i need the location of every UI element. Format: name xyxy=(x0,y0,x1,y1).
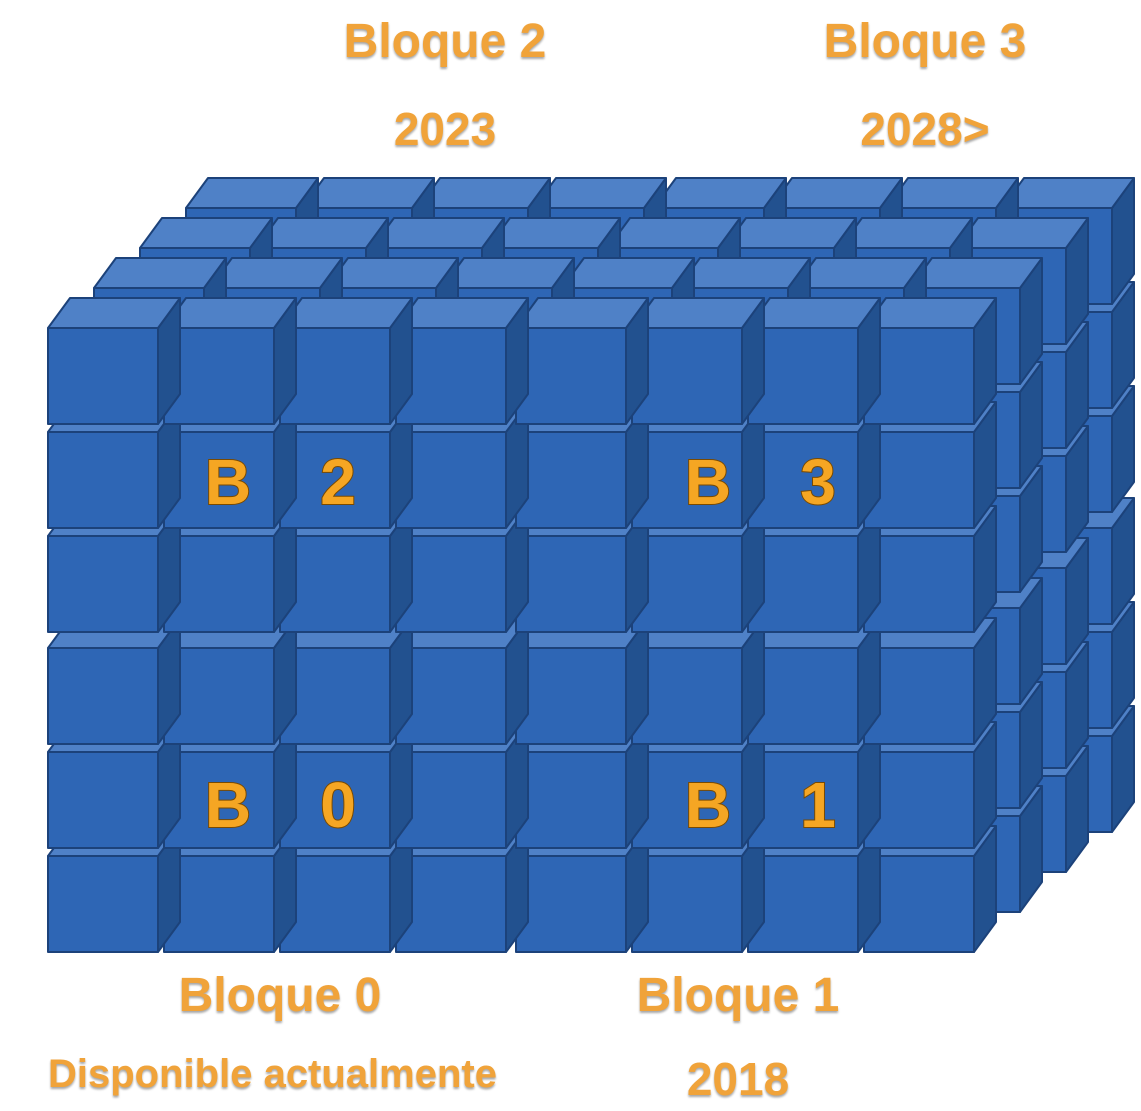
cube-front-face xyxy=(516,856,626,952)
cube-top-face xyxy=(562,258,694,288)
cube-top-face xyxy=(840,218,972,248)
cube-top-face xyxy=(632,298,764,328)
cube-top-face xyxy=(516,298,648,328)
cube-top-face xyxy=(302,178,434,208)
cube-front-face xyxy=(516,432,626,528)
cube-top-face xyxy=(1002,178,1134,208)
block-1-year: 2018 xyxy=(588,1052,888,1106)
cube-top-face xyxy=(48,298,180,328)
block-3-title: Bloque 3 xyxy=(780,14,1070,69)
cube-front-face xyxy=(48,856,158,952)
block-2-letter: B xyxy=(205,446,251,518)
cube-front-face xyxy=(516,752,626,848)
cube-top-face xyxy=(654,178,786,208)
block-0-status: Disponible actualmente xyxy=(0,1052,545,1097)
cube-front-face xyxy=(48,536,158,632)
cube-top-face xyxy=(442,258,574,288)
cube-front-face xyxy=(516,536,626,632)
cube-top-face xyxy=(678,258,810,288)
cube-front-face xyxy=(48,328,158,424)
block-3-year: 2028> xyxy=(780,102,1070,156)
cube-top-face xyxy=(164,298,296,328)
cube-top-face xyxy=(326,258,458,288)
block-0-number: 0 xyxy=(320,769,356,841)
cube-front-face xyxy=(48,432,158,528)
block-1-number: 1 xyxy=(800,769,836,841)
cube-top-face xyxy=(140,218,272,248)
cube-top-face xyxy=(608,218,740,248)
block-2-year: 2023 xyxy=(300,102,590,156)
cube-top-face xyxy=(534,178,666,208)
cube-top-face xyxy=(488,218,620,248)
cube-top-face xyxy=(864,298,996,328)
front-cube-layer xyxy=(48,298,996,952)
block-1-letter: B xyxy=(685,769,731,841)
cube-top-face xyxy=(956,218,1088,248)
cube-top-face xyxy=(770,178,902,208)
cube-top-face xyxy=(396,298,528,328)
block-1-title: Bloque 1 xyxy=(588,968,888,1023)
cube-top-face xyxy=(94,258,226,288)
cube-top-face xyxy=(748,298,880,328)
block-0-title: Bloque 0 xyxy=(130,968,430,1023)
cube-top-face xyxy=(910,258,1042,288)
block-3-letter: B xyxy=(685,446,731,518)
cube-top-face xyxy=(794,258,926,288)
block-2-title: Bloque 2 xyxy=(300,14,590,69)
cube-front-face xyxy=(516,328,626,424)
cube-front-face xyxy=(516,648,626,744)
cube-top-face xyxy=(186,178,318,208)
cube-top-face xyxy=(372,218,504,248)
cube-top-face xyxy=(724,218,856,248)
cube-front-face xyxy=(48,752,158,848)
cube-top-face xyxy=(280,298,412,328)
cube-front-face xyxy=(48,648,158,744)
block-3-number: 3 xyxy=(800,446,836,518)
block-2-number: 2 xyxy=(320,446,356,518)
cube-top-face xyxy=(418,178,550,208)
block-0-letter: B xyxy=(205,769,251,841)
cube-top-face xyxy=(256,218,388,248)
cube-top-face xyxy=(886,178,1018,208)
cube-top-face xyxy=(210,258,342,288)
